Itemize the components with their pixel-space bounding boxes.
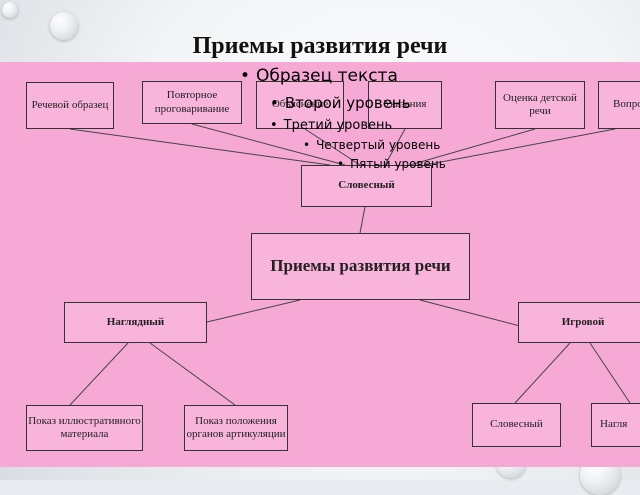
technique-box-game-verbal: Словесный xyxy=(472,403,561,447)
placeholder-level-4: •Четвертый уровень xyxy=(303,138,441,152)
box-label: Вопрос xyxy=(613,98,640,111)
decorative-bubble xyxy=(2,2,18,18)
technique-box-question: Вопрос xyxy=(598,81,640,129)
box-label: Повторное проговаривание xyxy=(154,89,230,115)
box-label: Речевой образец xyxy=(31,98,109,111)
game-category-box: Игровой xyxy=(518,302,640,343)
box-label: Наглядный xyxy=(106,315,165,328)
technique-box-assessment: Оценка детской речи xyxy=(495,81,585,129)
placeholder-level-5: •Пятый уровень xyxy=(337,157,446,171)
placeholder-level-label: Пятый уровень xyxy=(350,157,446,171)
box-label: Объяснение xyxy=(271,98,329,111)
technique-box-explanation: Объяснение xyxy=(256,81,344,129)
box-label: Нагля xyxy=(600,418,628,431)
placeholder-level-label: Третий уровень xyxy=(283,118,393,133)
visual-category-box: Наглядный xyxy=(64,302,207,343)
box-label: Указания xyxy=(383,98,427,111)
slide-title: Приемы развития речи xyxy=(192,33,448,59)
technique-box-repetition: Повторное проговаривание xyxy=(142,81,242,124)
box-label: Словесный xyxy=(490,418,543,431)
center-title-box: Приемы развития речи xyxy=(251,233,470,300)
verbal-category-box: Словесный xyxy=(301,165,432,207)
box-label: Показ иллюстративного материала xyxy=(28,414,141,440)
technique-box-speech-sample: Речевой образец xyxy=(26,82,114,129)
technique-box-game-visual: Нагля xyxy=(591,403,640,447)
box-label: Приемы развития речи xyxy=(270,256,451,276)
box-label: Словесный xyxy=(338,179,395,192)
placeholder-level-3: •Третий уровень xyxy=(270,118,393,133)
placeholder-level-label: Второй уровень xyxy=(284,94,411,112)
decorative-bubble xyxy=(50,12,78,40)
box-label: Оценка детской речи xyxy=(503,91,577,117)
box-label: Игровой xyxy=(561,315,605,328)
technique-box-articulation: Показ положения органов артикуляции xyxy=(184,405,288,451)
box-label: Показ положения органов артикуляции xyxy=(186,414,286,440)
technique-box-illustration: Показ иллюстративного материала xyxy=(26,405,143,451)
connector-lines xyxy=(69,123,631,406)
placeholder-level-1: •Образец текста xyxy=(240,66,398,86)
placeholder-level-label: Образец текста xyxy=(256,66,398,86)
placeholder-level-2: •Второй уровень xyxy=(270,94,411,112)
placeholder-level-label: Четвертый уровень xyxy=(316,138,441,152)
technique-box-instructions: Указания xyxy=(368,81,442,129)
